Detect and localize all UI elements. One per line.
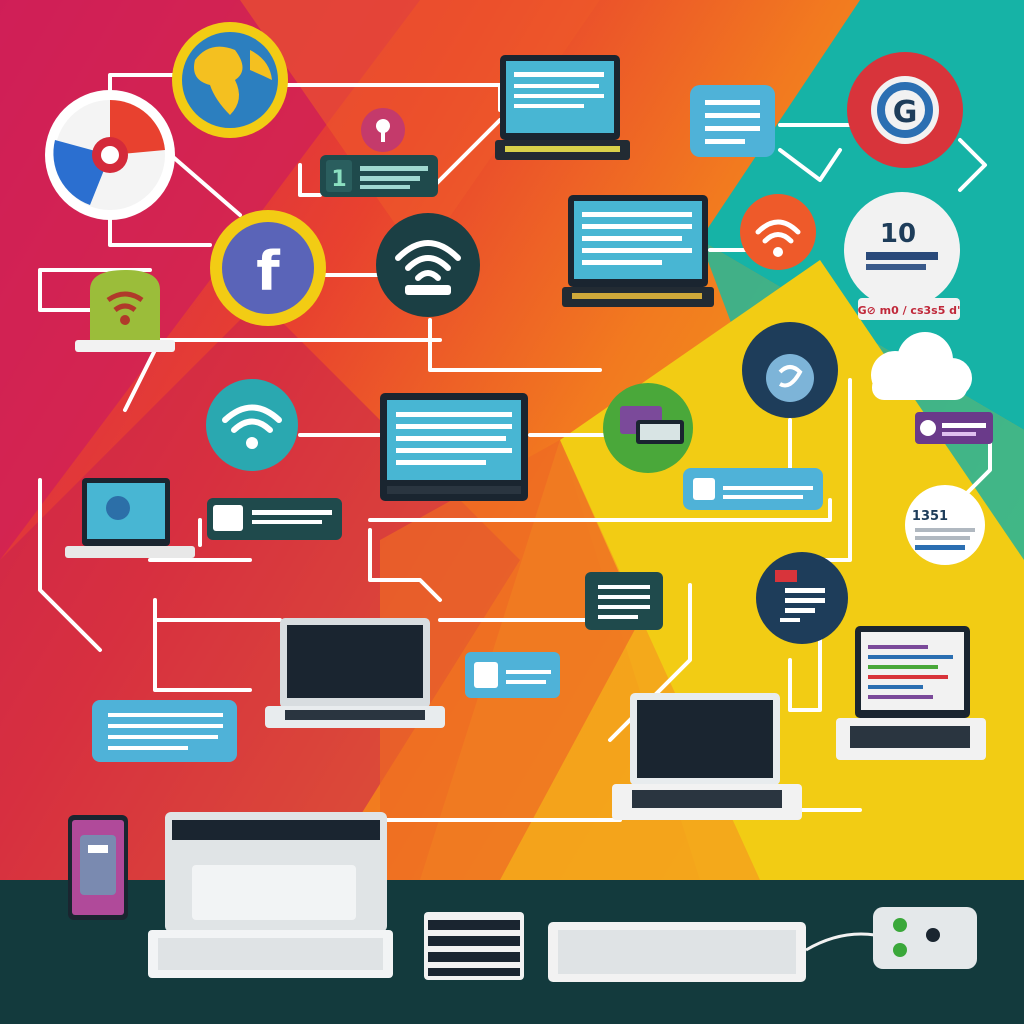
line-pie-fb (163, 148, 242, 217)
menu-icon (756, 552, 848, 644)
location-pin-icon (361, 108, 405, 152)
svg-text:G: G (893, 95, 918, 130)
line-wifi-laptop (428, 118, 502, 192)
facebook-icon: f (210, 210, 326, 326)
wifi-router-icon (376, 213, 480, 317)
purple-card (915, 412, 993, 444)
rating-subtext: G⊘ m0 / cs3s5 d' (858, 304, 961, 317)
small-card (465, 652, 560, 698)
pie-chart-icon (45, 90, 175, 220)
line-cloud-right (958, 433, 992, 502)
line-zig (368, 528, 442, 602)
number-badge: 1 (320, 155, 438, 197)
laptop-right (836, 626, 986, 760)
g-logo-icon: G (847, 52, 963, 168)
line-left-2 (38, 298, 92, 312)
dark-bubble-center (585, 572, 663, 630)
laptop-bottom-center (612, 693, 802, 820)
monitor-center (380, 393, 528, 501)
chat-bubble-top (690, 85, 775, 157)
phone-device (68, 815, 128, 920)
laptop-left (65, 478, 195, 558)
line-long-mid (368, 498, 832, 522)
network-switch (424, 912, 524, 980)
laptop-top (495, 55, 630, 160)
dark-card-left (207, 498, 342, 540)
wifi-icon (740, 194, 816, 270)
line-left (38, 268, 152, 302)
svg-text:f: f (256, 240, 280, 303)
key-icon (742, 322, 838, 418)
rating-number: 10 (880, 219, 916, 249)
line-g-right (958, 138, 987, 192)
chat-bubble-left (92, 700, 237, 762)
laptop-mid (265, 618, 445, 728)
document-badge: 1351 (905, 485, 985, 565)
line-far-left (38, 478, 102, 652)
cloud-icon (871, 332, 972, 400)
chat-bubble-right (683, 468, 823, 510)
badge-number: 1 (331, 167, 346, 192)
keyboard-device (548, 922, 806, 982)
line-bubble-g2 (778, 148, 842, 182)
wifi-icon-teal (206, 379, 298, 471)
rating-card: 10 G⊘ m0 / cs3s5 d' (844, 192, 960, 320)
laptop-mid-upper (562, 195, 714, 307)
doc-number: 1351 (912, 509, 948, 524)
line-left-down (153, 598, 252, 692)
router-device (75, 270, 175, 352)
line-menu-down (788, 638, 822, 712)
desktop-computer (148, 812, 393, 978)
line-wifi-down (428, 318, 602, 372)
chat-icon (603, 383, 693, 473)
mouse-device (805, 907, 977, 969)
line-badge (298, 163, 322, 197)
globe-icon (172, 22, 288, 138)
